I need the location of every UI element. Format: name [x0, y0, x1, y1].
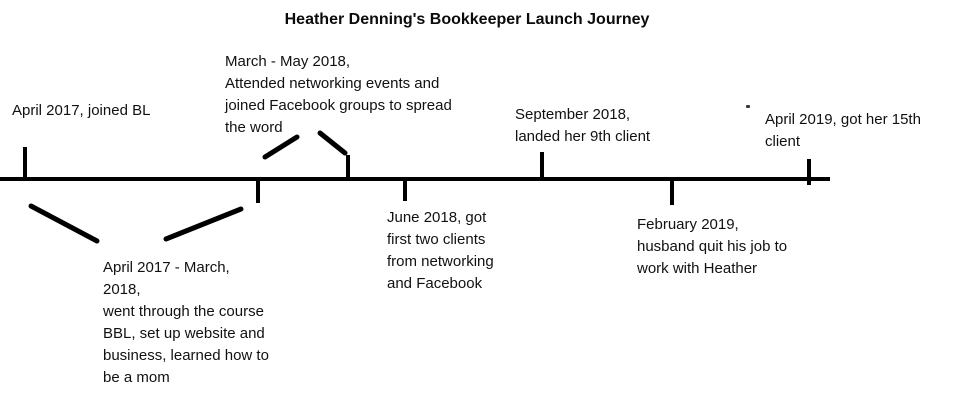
event-label-course-period: April 2017 - March, 2018, went through t…	[103, 259, 269, 386]
tick-course-period	[256, 180, 260, 203]
connector-stroke-networking-left	[262, 134, 300, 160]
event-label-ninth-client: September 2018, landed her 9th client	[515, 106, 651, 145]
event-label-husband-quit: February 2019, husband quit his job to w…	[637, 216, 788, 277]
tick-fifteenth-client	[807, 159, 811, 185]
tick-first-clients	[403, 180, 407, 201]
event-label-fifteenth-client: April 2019, got her 15th client	[765, 111, 921, 150]
tick-ninth-client	[540, 152, 544, 181]
tick-networking-period	[346, 155, 350, 181]
connector-stroke-course-right	[163, 206, 244, 242]
event-label-networking-period: March - May 2018, Attended networking ev…	[225, 53, 452, 136]
tick-husband-quit	[670, 180, 674, 205]
event-label-first-clients: June 2018, got first two clients from ne…	[387, 209, 494, 292]
event-label-joined-bl: April 2017, joined BL	[12, 102, 151, 119]
diagram-title: Heather Denning's Bookkeeper Launch Jour…	[284, 11, 650, 28]
stray-dot-mark	[746, 105, 750, 108]
timeline-axis	[0, 177, 830, 181]
connector-stroke-course-left	[28, 203, 100, 244]
tick-joined-bl	[23, 147, 27, 181]
